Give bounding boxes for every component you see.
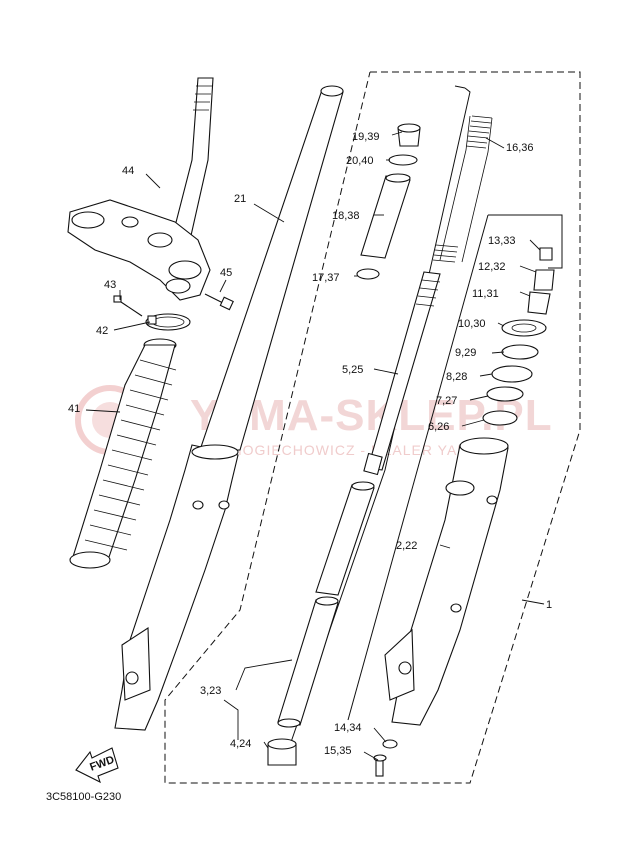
bolt-45 <box>204 293 234 311</box>
callout-1: 1 <box>546 599 552 611</box>
diagram-code: 3C58100-G230 <box>46 791 121 803</box>
callout-44: 44 <box>122 165 134 177</box>
bolt-43 <box>113 295 143 317</box>
callout-19-39: 19,39 <box>352 131 380 143</box>
steering-stem-44 <box>67 77 214 301</box>
callout-12-32: 12,32 <box>478 261 506 273</box>
callout-17-37: 17,37 <box>312 272 340 284</box>
callout-14-34: 14,34 <box>334 722 362 734</box>
callout-21: 21 <box>234 193 246 205</box>
inner-tube-21 <box>199 85 344 451</box>
tube-3 <box>277 481 375 728</box>
callout-6-26: 6,26 <box>428 421 449 433</box>
cap-bolt-19 <box>397 123 421 147</box>
callout-20-40: 20,40 <box>346 155 374 167</box>
callout-15-35: 15,35 <box>324 745 352 757</box>
callout-41: 41 <box>68 403 80 415</box>
callout-2-22: 2,22 <box>396 540 417 552</box>
callout-8-28: 8,28 <box>446 371 467 383</box>
callout-13-33: 13,33 <box>488 235 516 247</box>
callout-4-24: 4,24 <box>230 738 251 750</box>
washer-17 <box>356 268 380 280</box>
washer-14 <box>382 739 398 749</box>
damper-rod-5 <box>363 271 441 476</box>
oring-20 <box>388 154 418 166</box>
callout-10-30: 10,30 <box>458 318 486 330</box>
spring-16 <box>432 115 493 263</box>
callout-16-36: 16,36 <box>506 142 534 154</box>
callout-18-38: 18,38 <box>332 210 360 222</box>
callout-45: 45 <box>220 267 232 279</box>
leader-lines <box>85 131 545 761</box>
spacer-18 <box>360 173 411 259</box>
callout-43: 43 <box>104 279 116 291</box>
bolt-15 <box>373 754 387 777</box>
callout-5-25: 5,25 <box>342 364 363 376</box>
callout-labels: 44 43 45 42 41 21 19,39 20,40 18,38 17,3… <box>68 131 552 757</box>
inner-group-outline <box>488 214 563 269</box>
fwd-arrow-icon: FWD <box>75 747 119 784</box>
callout-9-29: 9,29 <box>455 347 476 359</box>
clamp-42 <box>145 313 191 331</box>
assembly-outline-1 <box>164 71 581 784</box>
seal-stack <box>482 247 555 426</box>
outer-tube-left <box>114 444 239 731</box>
outer-tube-right <box>384 437 509 726</box>
fork-boot-41 <box>69 338 177 569</box>
callout-7-27: 7,27 <box>436 395 457 407</box>
collar-4 <box>267 738 297 766</box>
watermark-subtitle: MOGIECHOWICZ - DEALER YAMAHA <box>230 442 502 458</box>
callout-3-23: 3,23 <box>200 685 221 697</box>
callout-42: 42 <box>96 325 108 337</box>
callout-11-31: 11,31 <box>472 288 499 300</box>
